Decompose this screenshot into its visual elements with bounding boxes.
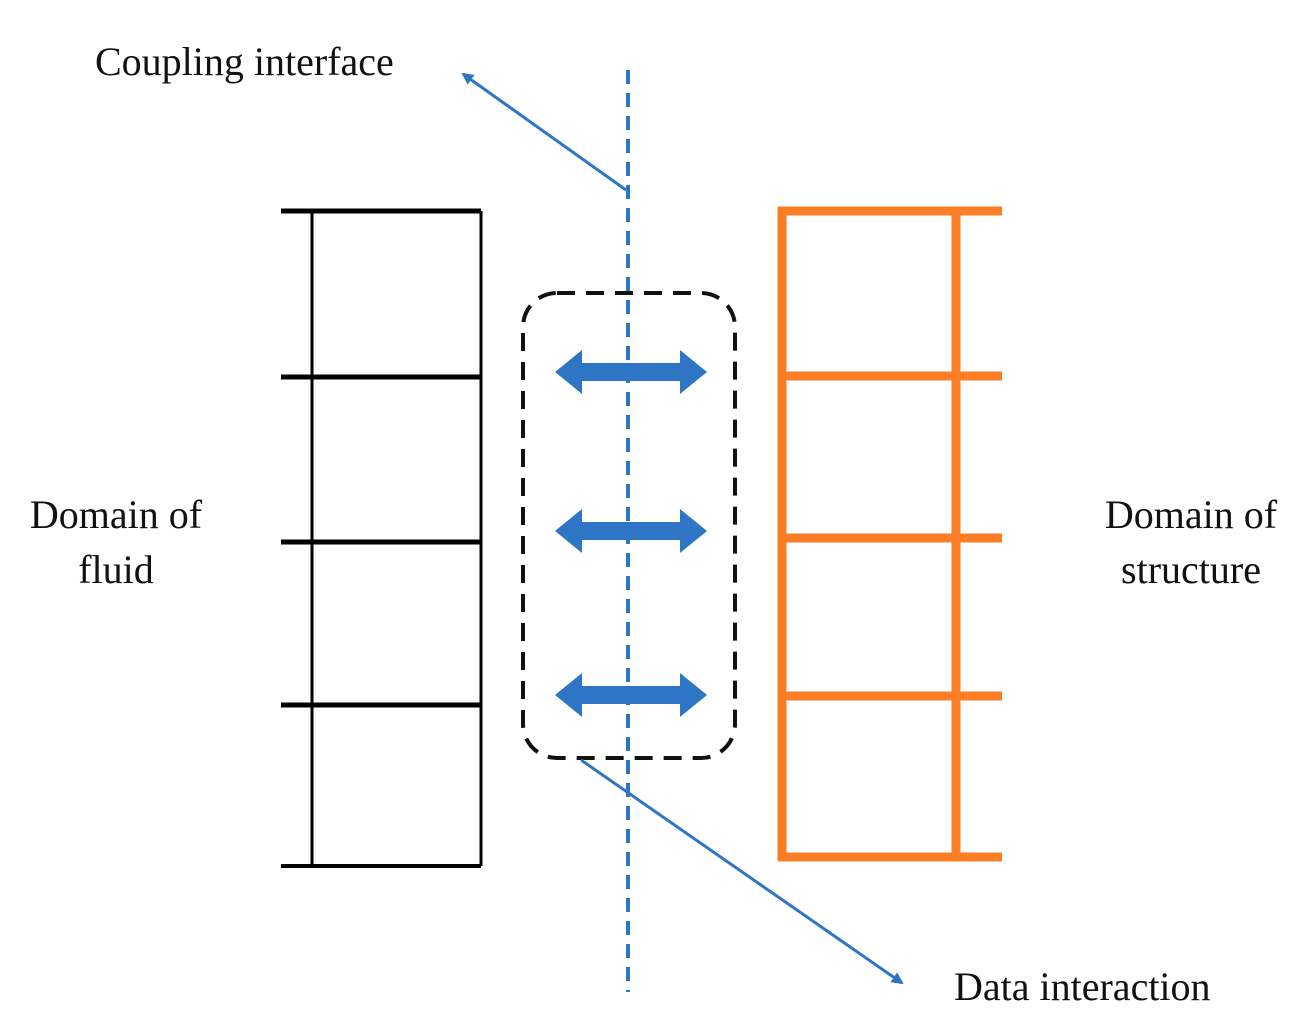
double-headed-arrow-icon (555, 350, 707, 394)
structure-mesh (777, 206, 1002, 862)
fluid-domain-label-line1: Domain of (30, 492, 203, 537)
structure-domain-label-line1: Domain of (1105, 492, 1278, 537)
data-interaction-pointer-arrow-icon (580, 758, 904, 985)
fluid-mesh (281, 208, 483, 868)
data-interaction-label: Data interaction (954, 964, 1211, 1009)
structure-domain-label-line2: structure (1121, 547, 1261, 592)
data-exchange-arrows (555, 350, 707, 717)
coupling-interface-label: Coupling interface (95, 39, 394, 84)
coupling-interface-pointer-arrow-icon (461, 72, 627, 192)
double-headed-arrow-icon (555, 673, 707, 717)
double-headed-arrow-icon (555, 509, 707, 553)
data-interaction-box (521, 291, 737, 760)
fluid-domain-label-line2: fluid (78, 547, 154, 592)
